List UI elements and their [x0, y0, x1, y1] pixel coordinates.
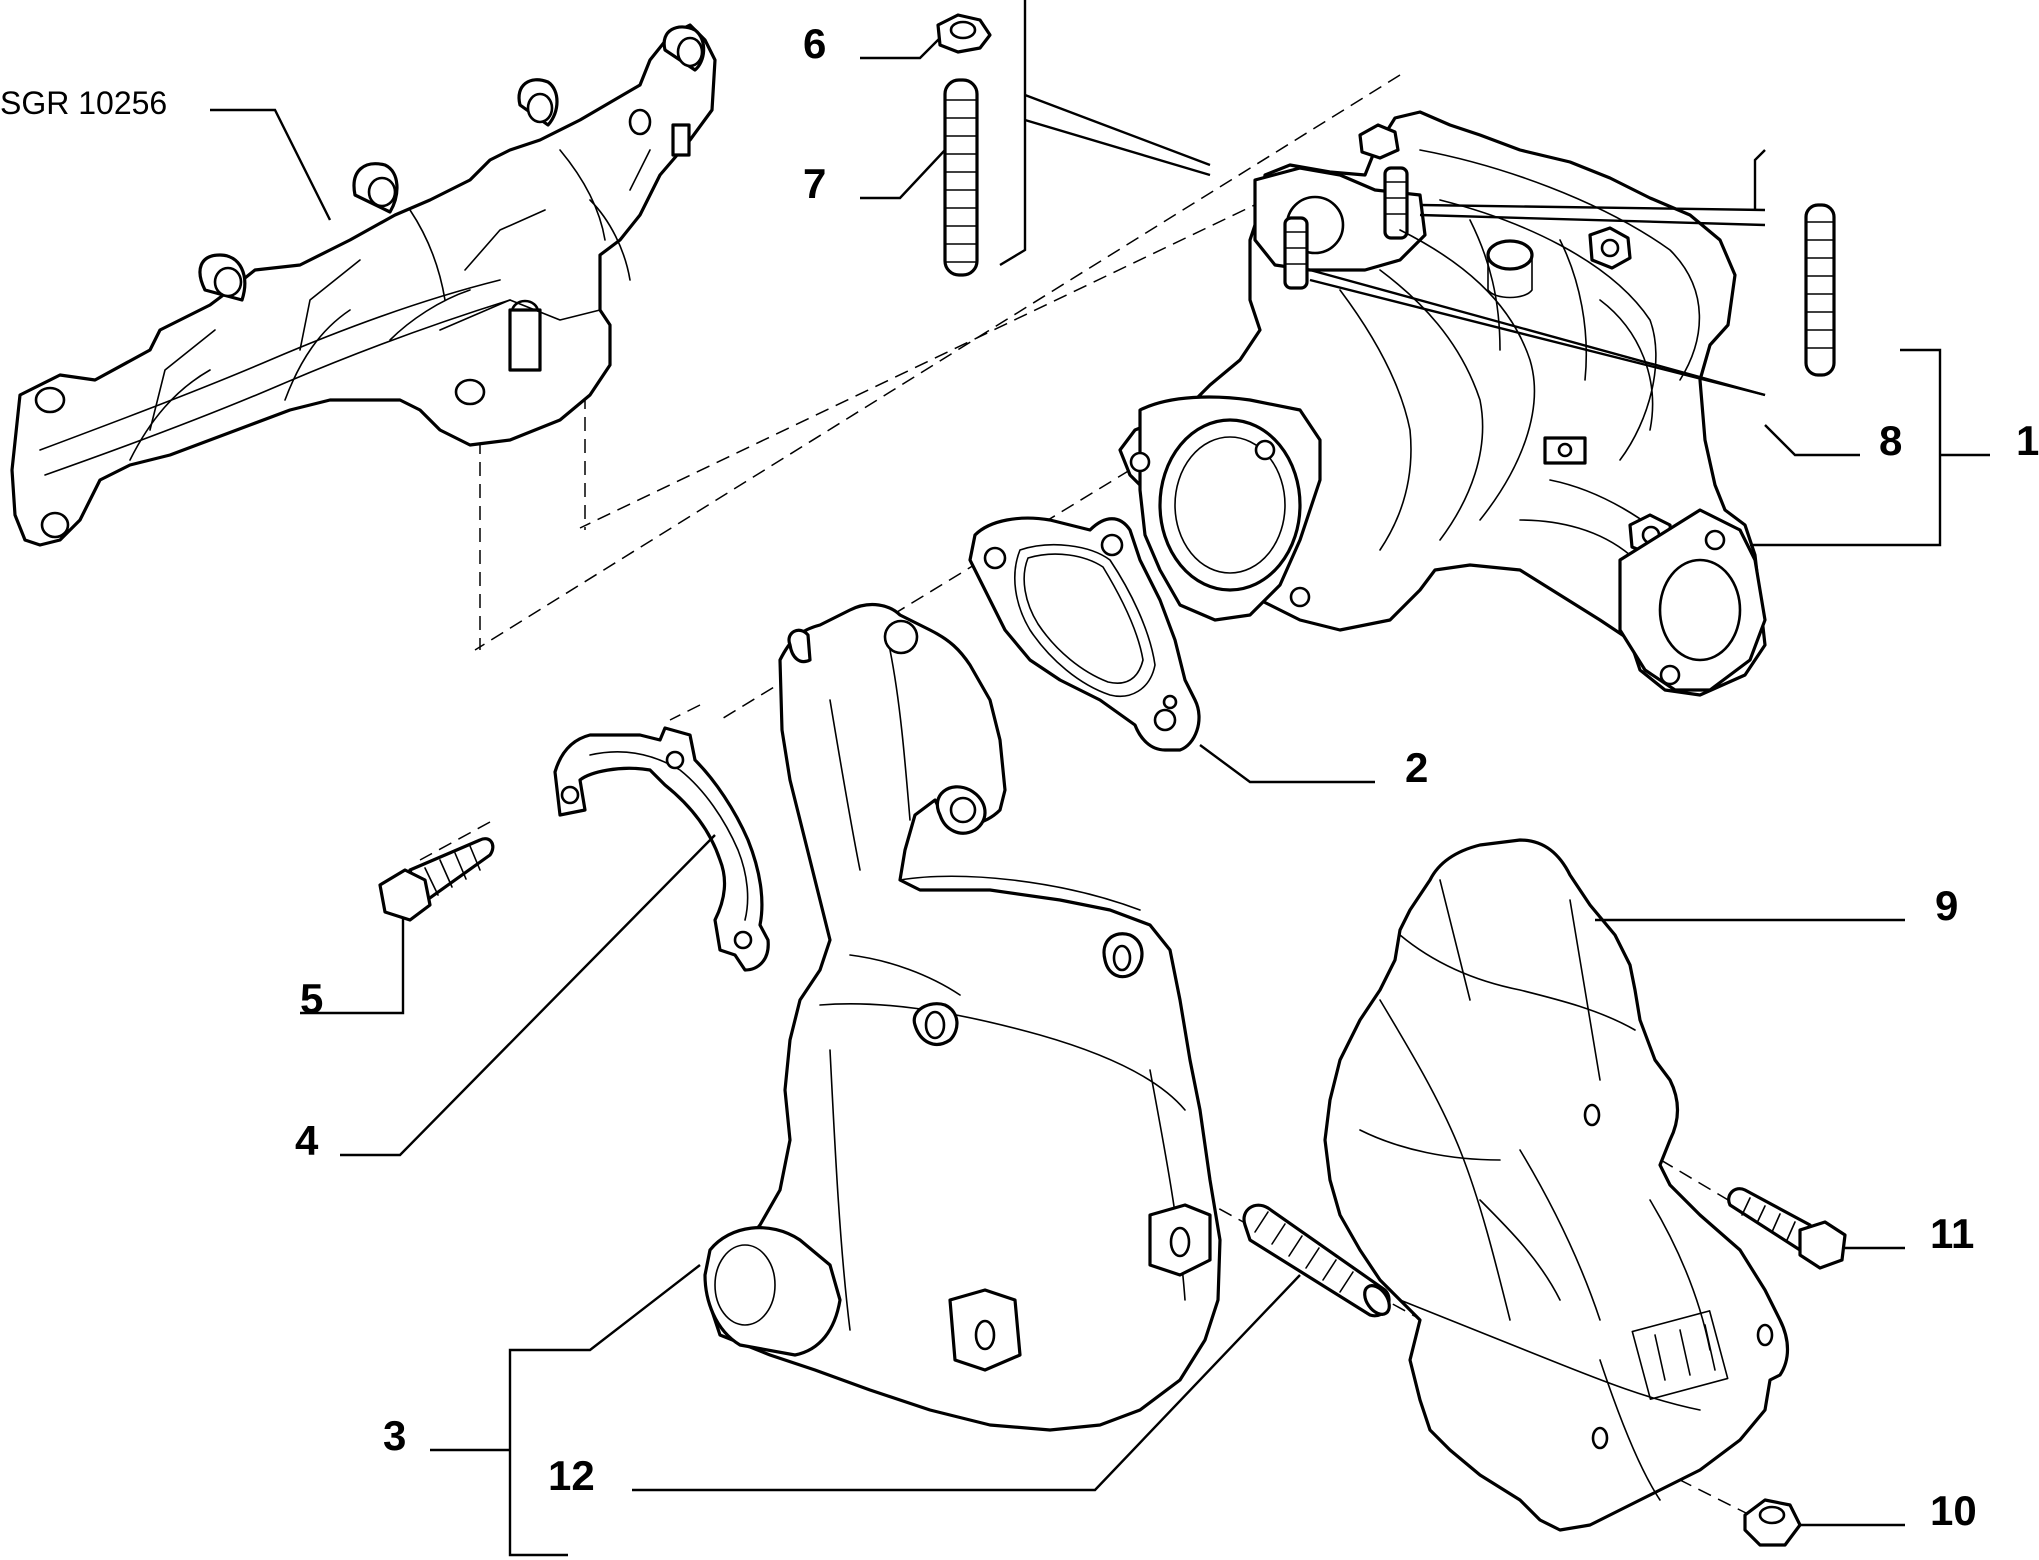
callout-9: 9 [1935, 882, 1958, 929]
stud-7 [943, 78, 979, 277]
heat-shield [1323, 838, 1790, 1532]
nut-6 [936, 13, 992, 54]
callout-2: 2 [1405, 744, 1428, 791]
turbocharger-assembly [1118, 110, 1767, 697]
gasket [968, 516, 1201, 752]
callout-10: 10 [1930, 1487, 1977, 1534]
callout-8: 8 [1879, 417, 1902, 464]
exhaust-manifold [10, 23, 717, 547]
callout-5: 5 [300, 975, 323, 1022]
bolt-5 [378, 837, 495, 922]
callout-1: 1 [2016, 417, 2039, 464]
reference-code-label: SGR 10256 [0, 85, 167, 121]
callout-7: 7 [803, 160, 826, 207]
callout-4: 4 [295, 1117, 319, 1164]
callout-11: 11 [1930, 1210, 1974, 1257]
leader-lines [210, 0, 1990, 1557]
clamp [553, 726, 770, 972]
nut-10 [1743, 1498, 1802, 1547]
stud-12 [1242, 1203, 1391, 1318]
labels: SGR 10256 1 2 3 4 5 6 7 8 9 10 11 12 [0, 20, 2039, 1534]
bolt-11 [1727, 1187, 1847, 1270]
callout-12: 12 [548, 1452, 595, 1499]
callout-3: 3 [383, 1412, 406, 1459]
stud-8 [1804, 203, 1836, 377]
callout-6: 6 [803, 20, 826, 67]
catalytic-converter [703, 602, 1222, 1432]
